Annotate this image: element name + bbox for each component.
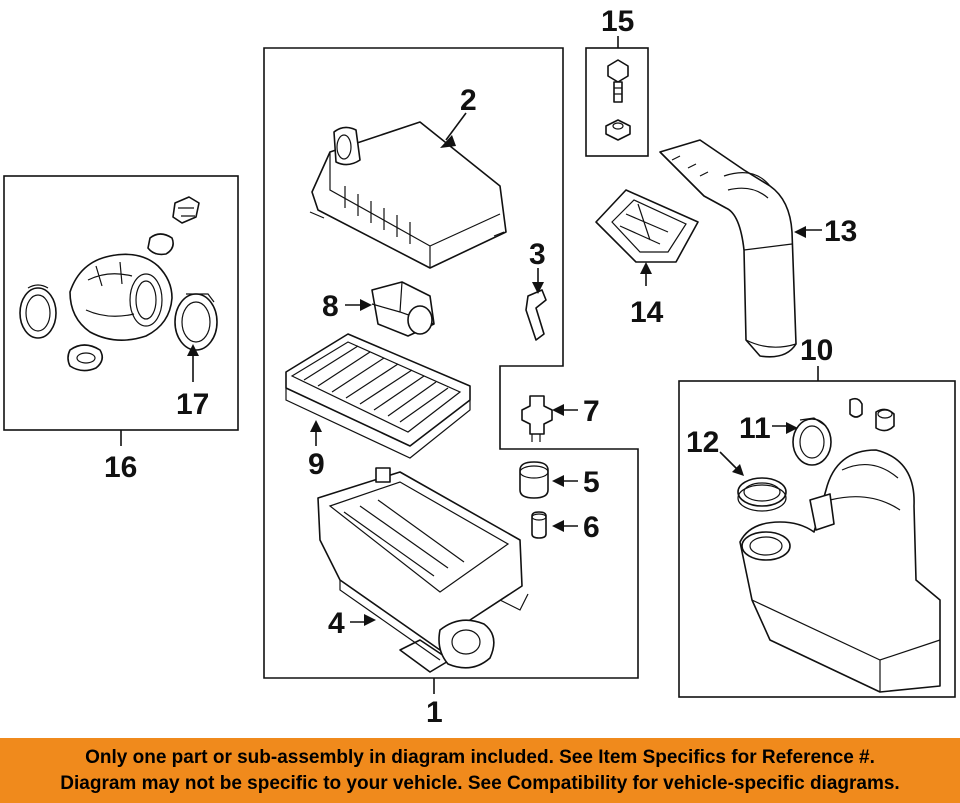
arrowhead-14 [640, 262, 652, 274]
clamp-11-illustration [792, 417, 832, 466]
disclaimer-line-2: Diagram may not be specific to your vehi… [60, 772, 900, 794]
arrowhead-2 [440, 135, 456, 148]
leader-2 [445, 112, 467, 141]
bolt-and-nut-illustration [605, 59, 631, 141]
callout-10: 10 [800, 334, 833, 367]
air-cleaner-assembly-frame [263, 47, 639, 679]
grommet-illustration [519, 461, 549, 499]
disclaimer-line-1: Only one part or sub-assembly in diagram… [85, 746, 875, 768]
arrowhead-11 [786, 422, 798, 434]
air-cleaner-cover-illustration [309, 121, 507, 269]
resonator-illustration [739, 397, 941, 693]
throttle-body-illustration [19, 196, 218, 372]
callout-3: 3 [529, 238, 546, 271]
bushing-illustration [531, 511, 547, 539]
arrowhead-4 [364, 614, 376, 626]
callout-15: 15 [601, 5, 634, 38]
callout-11: 11 [739, 412, 771, 445]
arrowhead-12 [732, 464, 744, 476]
callout-14: 14 [630, 296, 664, 329]
clamp-12-illustration [737, 477, 787, 512]
callout-8: 8 [322, 290, 339, 323]
clip-illustration [525, 289, 547, 341]
arrowhead-17 [187, 344, 199, 356]
leader-12 [719, 451, 739, 471]
callout-1: 1 [426, 696, 443, 729]
arrowhead-3 [532, 282, 544, 294]
callout-17: 17 [176, 388, 209, 421]
callout-7: 7 [583, 395, 600, 428]
resonator-group-frame [678, 380, 956, 698]
air-cleaner-body-illustration [317, 467, 529, 673]
arrowhead-9 [310, 420, 322, 432]
disclaimer-banner: Only one part or sub-assembly in diagram… [0, 738, 960, 803]
arrowhead-7 [552, 404, 564, 416]
fastener-group-frame [585, 47, 649, 157]
callout-12: 12 [686, 426, 719, 459]
parts-diagram: 1 2 3 4 5 6 7 8 9 10 11 12 13 14 15 16 1… [3, 5, 956, 729]
callout-6: 6 [583, 511, 600, 544]
arrowhead-5 [552, 475, 564, 487]
callout-16: 16 [104, 451, 137, 484]
callout-13: 13 [824, 215, 857, 248]
arrowhead-8 [360, 299, 372, 311]
intake-hose-illustration [659, 139, 797, 358]
callout-4: 4 [328, 607, 345, 640]
fitting-illustration [521, 395, 553, 442]
arrowhead-13 [794, 226, 806, 238]
air-filter-element-illustration [285, 333, 471, 459]
arrowhead-6 [552, 520, 564, 532]
callout-2: 2 [460, 84, 477, 117]
bracket-illustration [595, 189, 699, 263]
mass-airflow-sensor-illustration [371, 281, 435, 337]
callout-5: 5 [583, 466, 600, 499]
callout-9: 9 [308, 448, 325, 481]
